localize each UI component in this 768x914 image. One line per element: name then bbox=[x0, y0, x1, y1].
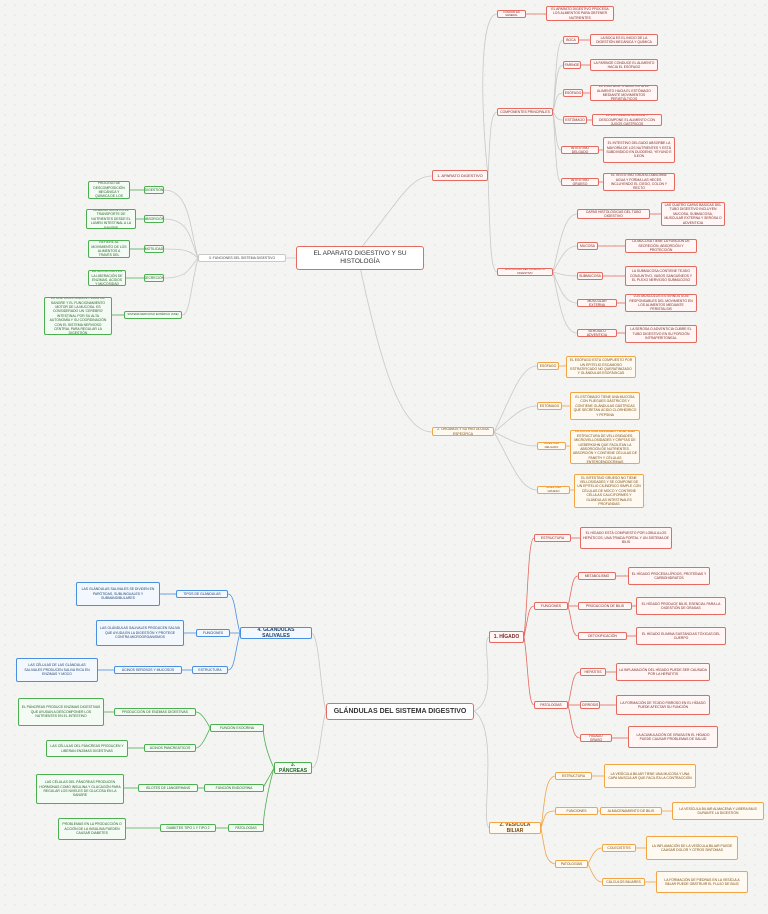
aparato-digestivo-node[interactable]: 1. APARATO DIGESTIVO bbox=[432, 170, 488, 181]
sal-funciones-text: LAS GLÁNDULAS SALIVALES PRODUCEN SALIVA … bbox=[96, 620, 184, 646]
hp-cirrosis-text: LA FORMACIÓN DE TEJIDO FIBROSO EN EL HÍG… bbox=[616, 695, 710, 715]
hist-submucosa-text: LA SUBMUCOSA CONTIENE TEJIDO CONJUNTIVO,… bbox=[625, 266, 697, 286]
hist-muscular-text: LOS MÚSCULOS EXTERNOS SON RESPONSABLES D… bbox=[625, 294, 697, 312]
vesicula-estructura-node[interactable]: ESTRUCTURA bbox=[555, 772, 592, 780]
comp-esofago-node[interactable]: ESÓFAGO bbox=[563, 89, 583, 97]
comp-esofago-text: EL ESÓFAGO TRANSPORTA EL ALIMENTO HACIA … bbox=[590, 85, 658, 101]
sal-estructura-node[interactable]: ESTRUCTURA bbox=[192, 666, 228, 674]
org-esofago-text: EL ESÓFAGO ESTÁ COMPUESTO POR UN EPITELI… bbox=[566, 356, 636, 378]
pen-islotes-text: LAS CÉLULAS DEL PÁNCREAS PRODUCEN HORMON… bbox=[36, 774, 124, 804]
vesicula-funciones-text: LA VESÍCULA BILIAR ALMACENA Y LIBERA BIL… bbox=[672, 802, 764, 820]
comp-faringe-node[interactable]: FARINGE bbox=[563, 61, 581, 69]
hist-muscular-node[interactable]: MUSCULAR EXTERNA bbox=[577, 299, 617, 307]
higado-estructura-node[interactable]: ESTRUCTURA bbox=[534, 534, 571, 542]
vesicula-patologias-node[interactable]: PATOLOGÍAS bbox=[555, 860, 588, 868]
fn-secrecion-node[interactable]: SECRECIÓN bbox=[144, 274, 164, 282]
hist-serosa-text: LA SEROSA O ADVENTICIA CUBRE EL TUBO DIG… bbox=[625, 325, 697, 343]
comp-intestino-grueso-node[interactable]: INTESTINO GRUESO bbox=[561, 178, 599, 186]
fn-sne-node[interactable]: SISTEMA NERVIOSO ENTÉRICO (SNE) bbox=[124, 311, 182, 319]
componentes-node[interactable]: COMPONENTES PRINCIPALES bbox=[497, 108, 553, 116]
org-estomago-node[interactable]: ESTÓMAGO bbox=[537, 402, 562, 410]
fn-motilidad-node[interactable]: MOTILIDAD bbox=[144, 245, 164, 253]
hp-hepatitis-text: LA INFLAMACIÓN DEL HÍGADO PUEDE SER CAUS… bbox=[616, 663, 710, 681]
hist-serosa-node[interactable]: SEROSA O ADVENTICIA bbox=[577, 329, 617, 337]
comp-estomago-text: EL ESTÓMAGO MEZCLA Y DESCOMPONE EL ALIME… bbox=[592, 114, 662, 126]
bottom-central-topic[interactable]: GLÁNDULAS DEL SISTEMA DIGESTIVO bbox=[326, 703, 474, 720]
pe-enzimas-node[interactable]: PRODUCCIÓN DE ENZIMAS DIGESTIVAS bbox=[114, 708, 196, 716]
fn-sne-text: EL SNE CONTROLA EL FLUJO DE SANGRE Y EL … bbox=[44, 297, 112, 335]
comp-intestino-delgado-node[interactable]: INTESTINO DELGADO bbox=[561, 146, 599, 154]
higado-node[interactable]: 1. HÍGADO bbox=[489, 631, 524, 643]
funcion-general-text: EL APARATO DIGESTIVO PROCESA LOS ALIMENT… bbox=[546, 6, 614, 21]
org-intestino-grueso-node[interactable]: INTESTINO GRUESO bbox=[537, 486, 570, 494]
vp-colecistitis-node[interactable]: COLECISTITIS bbox=[602, 844, 636, 852]
hf-metabolismo-text: EL HÍGADO PROCESA LÍPIDOS, PROTEÍNAS Y C… bbox=[628, 567, 710, 585]
fn-absorcion-text: LA ABSORCIÓN ES EL TRANSPORTE DE NUTRIEN… bbox=[86, 209, 136, 229]
sal-acinos-node[interactable]: ÁCINOS SEROSOS Y MUCOSOS bbox=[114, 666, 182, 674]
comp-boca-text: LA BOCA ES EL INICIO DE LA DIGESTIÓN MEC… bbox=[590, 34, 658, 46]
hp-hepatitis-node[interactable]: HEPATITIS bbox=[580, 668, 606, 676]
comp-intestino-grueso-text: EL INTESTINO GRUESO ABSORBE AGUA Y FORMA… bbox=[603, 173, 675, 191]
hf-detox-text: EL HÍGADO ELIMINA SUSTANCIAS TÓXICAS DEL… bbox=[636, 627, 726, 645]
funcion-general-node[interactable]: FUNCIÓN EN GENERAL bbox=[497, 10, 526, 18]
funciones-node[interactable]: 3. FUNCIONES DEL SISTEMA DIGESTIVO bbox=[198, 254, 286, 262]
vp-calculos-text: LA FORMACIÓN DE PIEDRAS EN LA VESÍCULA B… bbox=[656, 871, 748, 893]
pe-acinos-node[interactable]: ÁCINOS PANCREÁTICOS bbox=[144, 744, 196, 752]
vesicula-node[interactable]: 2. VESÍCULA BILIAR bbox=[489, 822, 541, 834]
hist-submucosa-node[interactable]: SUBMUCOSA bbox=[577, 272, 603, 280]
vesicula-estructura-text: LA VESÍCULA BILIAR TIENE UNA MUCOSA Y UN… bbox=[604, 764, 696, 788]
hist-mucosa-text: LA MUCOSA TIENE LA FUNCIÓN DE SECRECIÓN,… bbox=[625, 239, 697, 253]
organos-node[interactable]: 2. ÓRGANOS Y SU HISTOLOGÍA ESPECÍFICA bbox=[432, 427, 494, 436]
hf-detox-node[interactable]: DETOXIFICACIÓN bbox=[578, 632, 627, 640]
pe-enzimas-text: EL PÁNCREAS PRODUCE ENZIMAS DIGESTIVAS Q… bbox=[18, 698, 104, 726]
org-intestino-delgado-text: EL INTESTINO DELGADO TIENE UNA ESTRUCTUR… bbox=[570, 430, 640, 464]
vp-calculos-node[interactable]: CÁLCULOS BILIARES bbox=[602, 878, 645, 886]
pp-diabetes-node[interactable]: DIABETES TIPO 1 Y TIPO 2 bbox=[160, 824, 216, 832]
org-intestino-delgado-node[interactable]: INTESTINO DELGADO bbox=[537, 442, 566, 450]
higado-funciones-node[interactable]: FUNCIONES bbox=[534, 602, 568, 610]
fn-digestion-text: LA DIGESTIÓN ES EL PROCESO DE DESCOMPOSI… bbox=[88, 181, 130, 199]
hist-mucosa-node[interactable]: MUCOSA bbox=[577, 242, 598, 250]
hp-cirrosis-node[interactable]: CIRROSIS bbox=[580, 701, 600, 709]
sal-estructura-text: LAS CÉLULAS DE LAS GLÁNDULAS SALIVALES P… bbox=[16, 658, 98, 682]
comp-intestino-delgado-text: EL INTESTINO DELGADO ABSORBE LA MAYORÍA … bbox=[603, 137, 675, 163]
org-intestino-grueso-text: EL INTESTINO GRUESO NO TIENE VELLOSIDADE… bbox=[574, 474, 644, 508]
pancreas-exocrina-node[interactable]: FUNCIÓN EXOCRINA bbox=[210, 724, 264, 732]
comp-faringe-text: LA FARINGE CONDUCE EL ALIMENTO HACIA EL … bbox=[590, 59, 658, 71]
vesicula-almacenamiento-node[interactable]: ALMACENAMIENTO DE BILIS bbox=[600, 807, 662, 815]
pen-islotes-node[interactable]: ISLOTES DE LANGERHANS bbox=[138, 784, 198, 792]
hp-graso-node[interactable]: HÍGADO GRASO bbox=[580, 734, 612, 742]
sal-tipos-node[interactable]: TIPOS DE GLÁNDULAS bbox=[176, 590, 228, 598]
hist-capas-text: LAS CUATRO CAPAS BÁSICAS DEL TUBO DIGEST… bbox=[661, 202, 725, 226]
pancreas-endocrina-node[interactable]: FUNCIÓN ENDOCRINA bbox=[204, 784, 264, 792]
pp-diabetes-text: PROBLEMAS EN LA PRODUCCIÓN O ACCIÓN DE L… bbox=[58, 818, 126, 840]
vesicula-funciones-node[interactable]: FUNCIONES bbox=[555, 807, 598, 815]
sal-funciones-node[interactable]: FUNCIONES bbox=[196, 629, 230, 637]
vp-colecistitis-text: LA INFLAMACIÓN DE LA VESÍCULA BILIAR PUE… bbox=[646, 836, 738, 860]
org-esofago-node[interactable]: ESÓFAGO bbox=[537, 362, 559, 370]
hp-graso-text: LA ACUMULACIÓN DE GRASA EN EL HÍGADO PUE… bbox=[628, 726, 718, 748]
hf-metabolismo-node[interactable]: METABOLISMO bbox=[578, 572, 616, 580]
fn-absorcion-node[interactable]: ABSORCIÓN bbox=[144, 215, 164, 223]
top-central-topic[interactable]: EL APARATO DIGESTIVO Y SU HISTOLOGÍA bbox=[296, 246, 424, 270]
org-estomago-text: EL ESTÓMAGO TIENE UNA MUCOSA CON PLIEGUE… bbox=[570, 392, 640, 420]
fn-digestion-node[interactable]: DIGESTIÓN bbox=[144, 186, 164, 194]
salivales-node[interactable]: 4. GLÁNDULAS SALIVALES bbox=[240, 627, 312, 639]
pe-acinos-text: LAS CÉLULAS DEL PÁNCREAS PRODUCEN Y LIBE… bbox=[46, 740, 128, 757]
comp-boca-node[interactable]: BOCA bbox=[563, 36, 579, 44]
hf-bilis-text: EL HÍGADO PRODUCE BILIS, ESENCIAL PARA L… bbox=[636, 597, 726, 615]
higado-estructura-text: EL HÍGADO ESTÁ COMPUESTO POR LOBULILLOS … bbox=[580, 527, 672, 549]
fn-motilidad-text: LA MOTILIDAD SE REFIERE AL MOVIMIENTO DE… bbox=[88, 240, 130, 258]
hf-bilis-node[interactable]: PRODUCCIÓN DE BILIS bbox=[578, 602, 632, 610]
fn-secrecion-text: LA SECRECIÓN ES LA LIBERACIÓN DE ENZIMAS… bbox=[88, 270, 126, 286]
pancreas-node[interactable]: 3. PÁNCREAS bbox=[274, 762, 312, 774]
pancreas-patologias-node[interactable]: PATOLOGÍAS bbox=[228, 824, 264, 832]
higado-patologias-node[interactable]: PATOLOGÍAS bbox=[534, 701, 568, 709]
comp-estomago-node[interactable]: ESTÓMAGO bbox=[563, 116, 587, 124]
histologia-node[interactable]: HISTOLOGÍA DEL CONDUCTO DIGESTIVO bbox=[497, 268, 553, 276]
sal-tipos-text: LAS GLÁNDULAS SALIVALES SE DIVIDEN EN PA… bbox=[76, 582, 160, 606]
hist-capas-node[interactable]: CAPAS HISTOLÓGICAS DEL TUBO DIGESTIVO bbox=[577, 209, 650, 219]
